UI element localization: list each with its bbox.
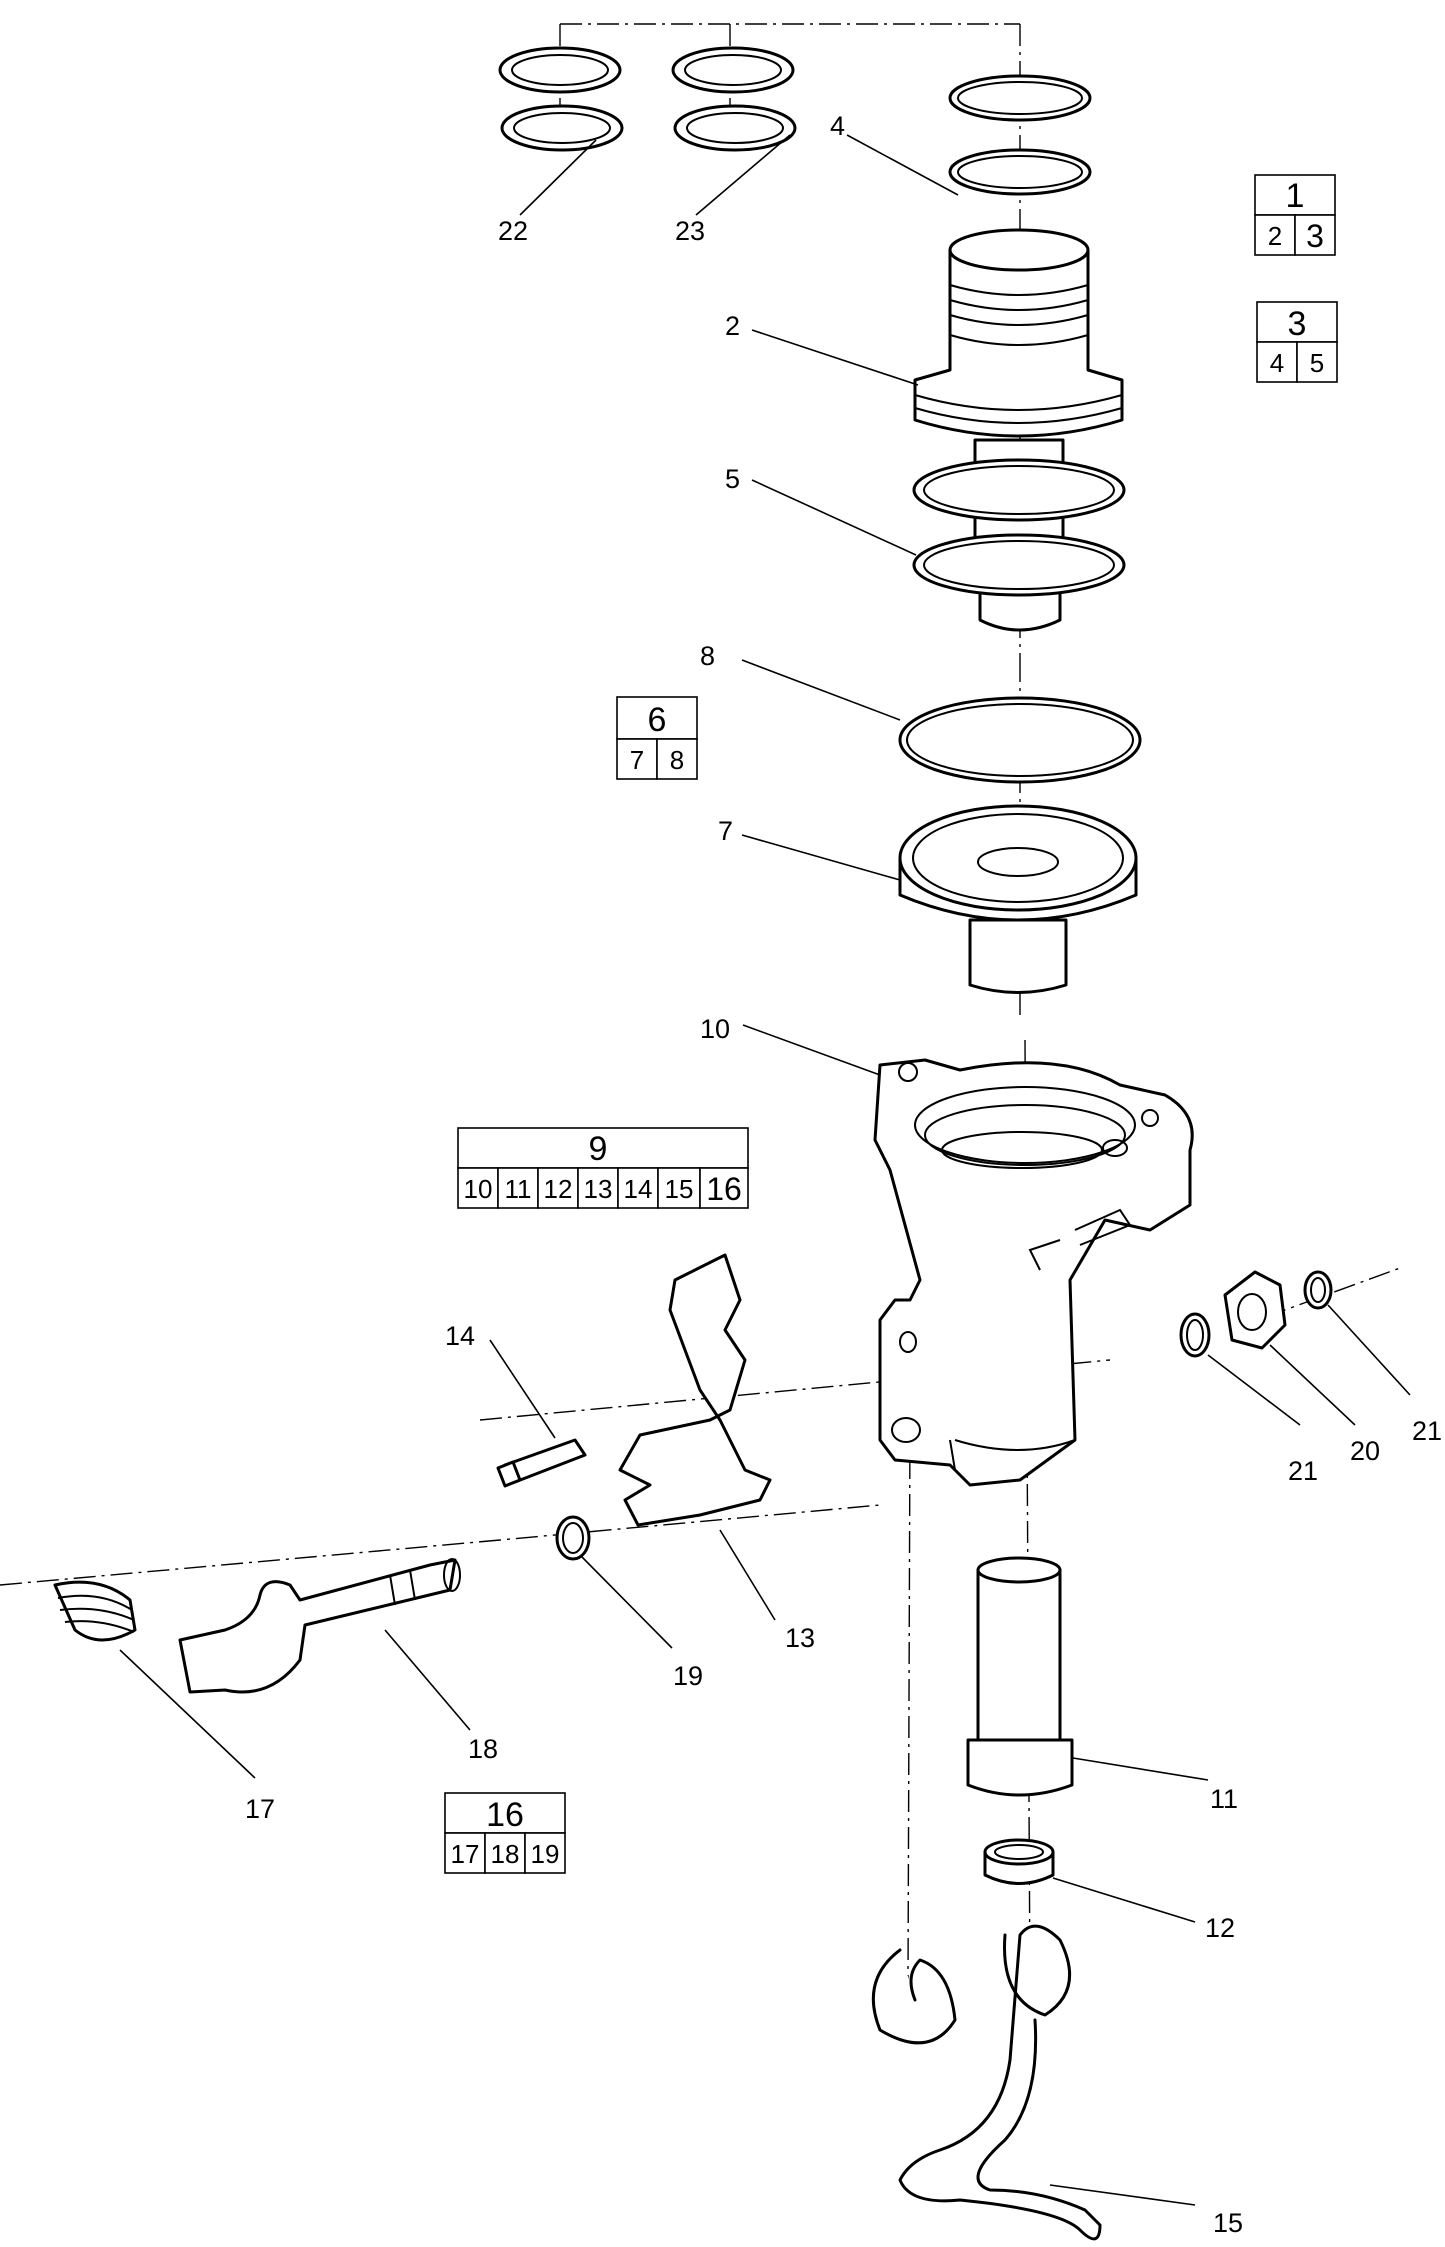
svg-text:18: 18 [491,1839,520,1869]
svg-text:19: 19 [531,1839,560,1869]
callout-21-right: 21 [1412,1416,1442,1446]
svg-text:16: 16 [706,1171,742,1207]
svg-text:2: 2 [1268,221,1282,251]
callout-13: 13 [785,1623,815,1653]
pipe-18 [178,1558,461,1694]
callout-12: 12 [1205,1913,1235,1943]
shaft-5 [912,438,1126,632]
bolt-14 [496,1438,587,1488]
callout-5: 5 [725,464,740,494]
group-box-16: 16 17 18 19 [444,1792,566,1874]
spring-clip-15 [871,1924,1102,2241]
svg-text:14: 14 [624,1174,653,1204]
callout-21-left: 21 [1288,1456,1318,1486]
o-ring-21-right [1303,1270,1333,1310]
svg-text:13: 13 [584,1174,613,1204]
svg-text:10: 10 [464,1174,493,1204]
svg-text:4: 4 [1270,348,1284,378]
ring-4 [948,74,1092,196]
sleeve-2 [913,228,1124,438]
callout-17: 17 [245,1794,275,1824]
group-1-title: 1 [1286,177,1305,215]
callout-4: 4 [830,111,845,141]
callout-23: 23 [675,216,705,246]
group-9-title: 9 [589,1130,608,1168]
svg-text:17: 17 [451,1839,480,1869]
bearing-cup-7 [898,804,1138,994]
callout-7: 7 [718,816,733,846]
group-3-title: 3 [1288,305,1307,343]
callout-labels: 22 23 4 2 5 8 7 10 14 13 19 18 17 11 12 … [245,111,1442,2238]
svg-text:7: 7 [630,745,644,775]
group-box-6: 6 7 8 [616,696,698,780]
housing-10 [873,1058,1194,1487]
split-ring-23-lower [673,104,797,152]
svg-text:12: 12 [544,1174,573,1204]
callout-14: 14 [445,1321,475,1351]
nut-20 [1223,1270,1287,1350]
callout-10: 10 [700,1014,730,1044]
center-lines [0,23,1401,1991]
split-ring-22-lower [500,104,624,152]
o-ring-8 [898,696,1142,784]
callout-22: 22 [498,216,528,246]
group-box-9: 9 10 11 12 13 14 15 16 [457,1127,749,1209]
o-ring-19 [555,1515,591,1561]
svg-text:5: 5 [1310,348,1324,378]
tube-11 [966,1556,1074,1797]
o-ring-21-left [1179,1312,1211,1358]
callout-2: 2 [725,311,740,341]
bushing-12 [983,1838,1055,1885]
group-box-1: 1 2 3 [1254,174,1336,256]
callout-8: 8 [700,641,715,671]
callout-18: 18 [468,1734,498,1764]
group-16-title: 16 [486,1796,524,1834]
svg-text:8: 8 [670,745,684,775]
plate-13 [618,1253,772,1527]
svg-text:15: 15 [665,1174,694,1204]
split-ring-23-upper [671,46,795,94]
spring-17 [53,1580,137,1642]
svg-text:11: 11 [505,1174,532,1204]
svg-text:3: 3 [1306,218,1324,254]
callout-20: 20 [1350,1436,1380,1466]
group-6-title: 6 [648,701,667,739]
callout-19: 19 [673,1661,703,1691]
group-box-3: 3 4 5 [1256,301,1338,383]
callout-11: 11 [1210,1784,1238,1814]
leader-lines [119,134,1411,2206]
split-ring-22-upper [498,46,622,94]
callout-15: 15 [1213,2208,1243,2238]
